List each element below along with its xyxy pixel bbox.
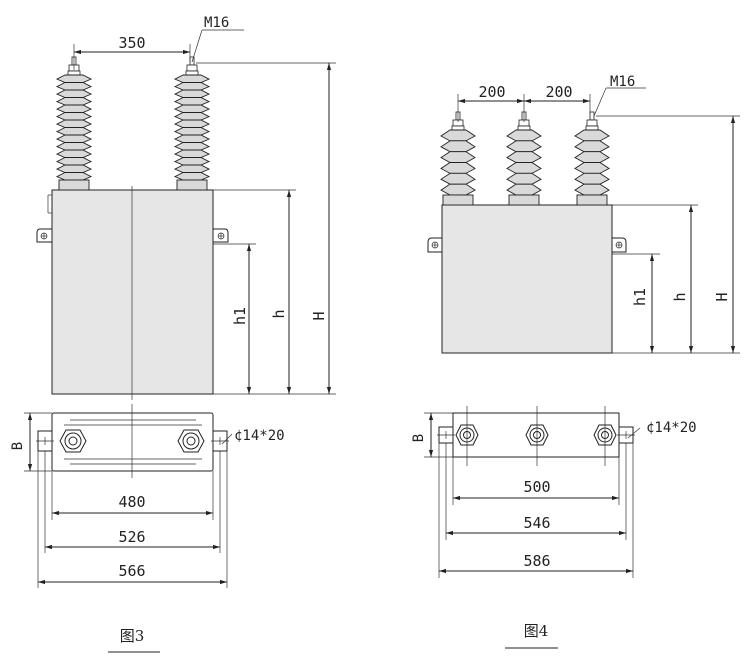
fig4-terminal-2	[525, 424, 549, 446]
fig3-terminal-left	[59, 429, 87, 453]
fig3-dim-h1: h1	[231, 307, 249, 325]
fig3-caption: 图3	[120, 627, 145, 645]
fig3-hole-label: ¢14*20	[234, 428, 285, 444]
fig3-dim-B: B	[10, 442, 26, 450]
fig3-dim-526: 526	[118, 528, 145, 546]
fig3-mount-lug-left	[36, 228, 52, 243]
fig3-dim-566: 566	[118, 562, 145, 580]
fig4-mount-lug-right	[612, 237, 627, 253]
fig4-bushing-3	[574, 111, 610, 206]
fig4-terminal-1	[455, 424, 479, 446]
fig4-dim-H: H	[713, 292, 731, 301]
fig3-bushing-right	[173, 56, 211, 191]
fig4-caption: 图4	[524, 622, 549, 640]
fig4-bushing-2	[506, 111, 542, 206]
fig3-dim-H: H	[310, 311, 328, 320]
fig3-mount-lug-right	[213, 228, 229, 243]
fig4-dim-546: 546	[523, 514, 550, 532]
fig3-top-view: B ¢14*20 480 526 566	[10, 404, 285, 588]
fig3-top-outline	[51, 412, 214, 472]
fig3-capacitor-body	[51, 189, 214, 395]
fig4-dim-h1: h1	[631, 288, 649, 306]
fig4-front-view: 200 200 M16 h1 h H	[427, 74, 740, 354]
fig4-hole-label: ¢14*20	[646, 420, 697, 436]
fig4-dim-200-right: 200	[545, 83, 572, 101]
fig4-thread-label: M16	[610, 74, 635, 90]
fig4-dim-200-left: 200	[478, 83, 505, 101]
fig4-bushing-1	[440, 111, 476, 206]
fig3-dim-h: h	[270, 309, 288, 318]
fig3-front-view: 350 M16 h1 h H	[36, 15, 336, 400]
fig4-dim-B: B	[411, 434, 427, 442]
fig4-top-view: B ¢14*20 500 546 586	[411, 406, 697, 578]
fig4-dim-h: h	[671, 292, 689, 301]
fig4-dim-586: 586	[523, 552, 550, 570]
fig3-bushing-left	[55, 56, 93, 191]
fig3-thread-label: M16	[204, 15, 229, 31]
fig4-capacitor-body	[441, 204, 613, 354]
fig4-dim-500: 500	[523, 478, 550, 496]
fig3-dim-350: 350	[118, 34, 145, 52]
fig4-mount-lug-left	[427, 237, 442, 253]
fig3-dim-480: 480	[118, 493, 145, 511]
fig3-terminal-right	[177, 429, 205, 453]
fig4-terminal-3	[593, 424, 617, 446]
